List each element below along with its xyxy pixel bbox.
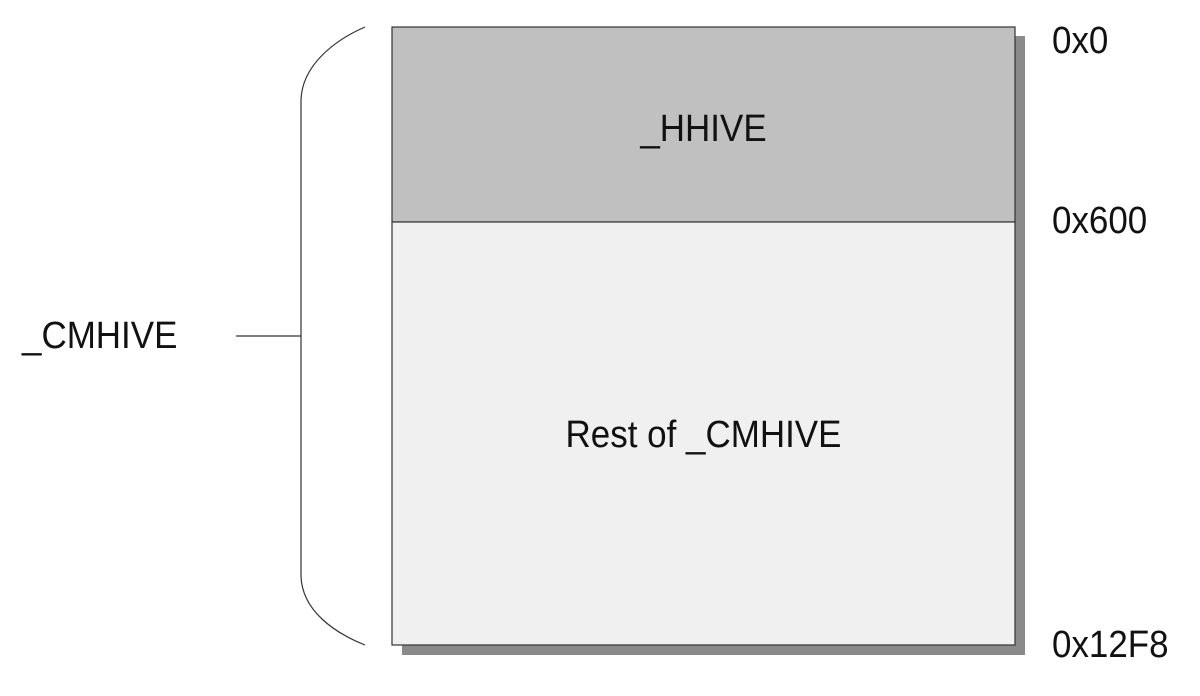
rest-region-label: Rest of _CMHIVE [565, 414, 842, 456]
offset-label-end: 0x12F8 [1052, 624, 1169, 666]
offset-label-start: 0x0 [1052, 20, 1109, 62]
rest-region [391, 221, 1016, 646]
offset-label-hhive-end: 0x600 [1052, 200, 1148, 242]
hhive-region [391, 26, 1016, 223]
cmhive-label: _CMHIVE [22, 315, 178, 357]
cmhive-brace [300, 26, 366, 646]
hhive-region-label: _HHIVE [640, 108, 767, 150]
